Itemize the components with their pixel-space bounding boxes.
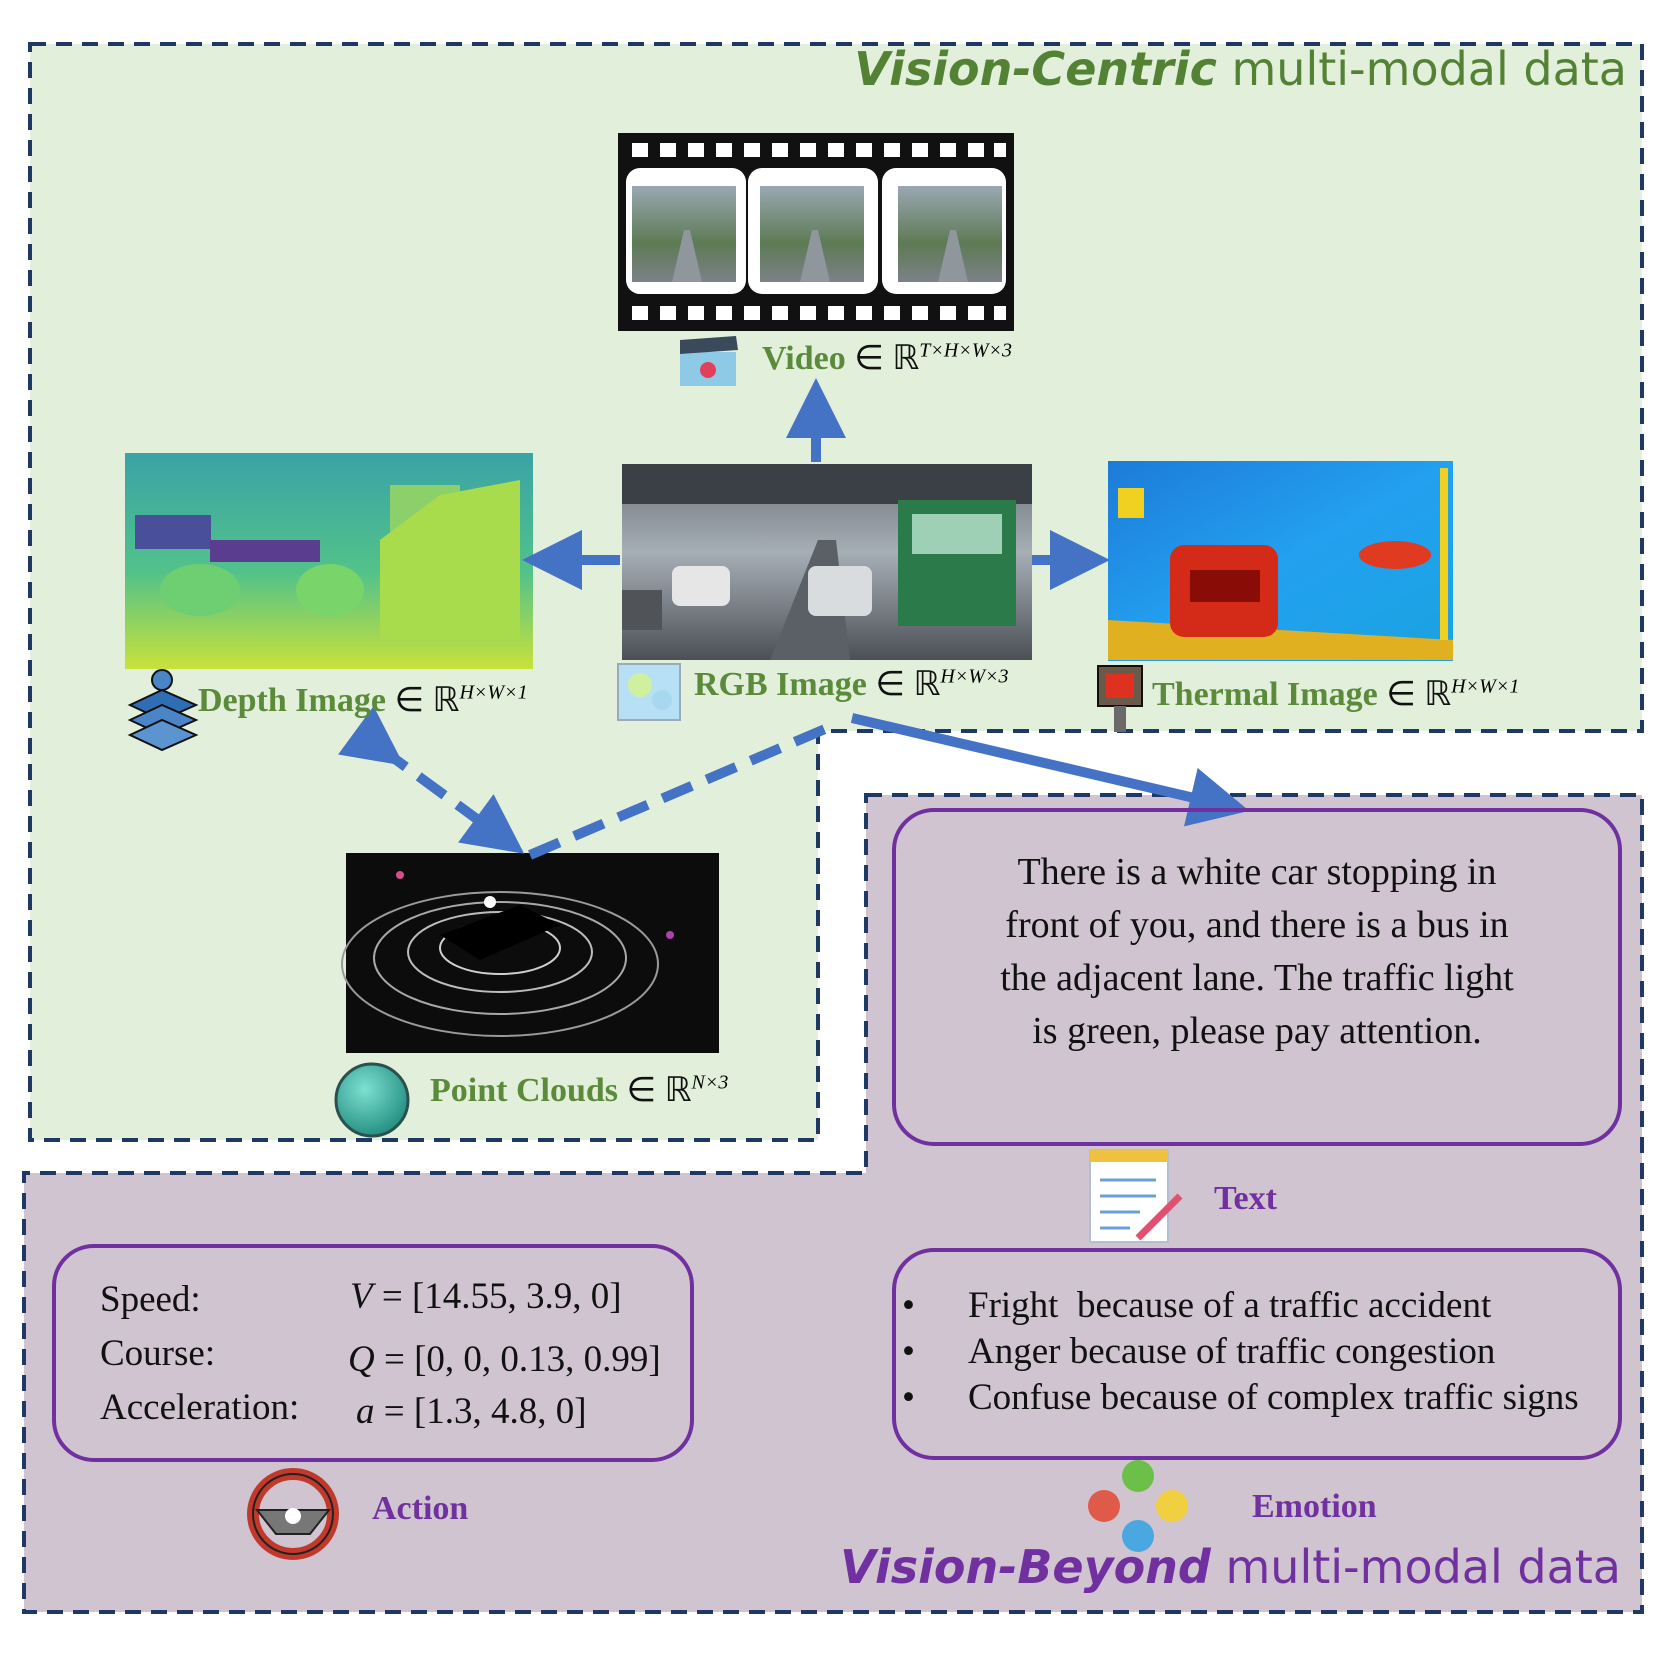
text-line: is green, please pay attention. [1032, 1010, 1482, 1052]
speed-name: Speed: [100, 1279, 201, 1320]
vision-centric-title: Vision-Centric multi-modal data [854, 42, 1627, 96]
depth-image [125, 453, 533, 669]
point-cloud-image [341, 853, 719, 1053]
vision-beyond-region [22, 793, 1644, 1614]
bullet: • [902, 1285, 915, 1326]
text-description: There is a white car stopping in front o… [900, 846, 1614, 1058]
depth-image-label: Depth Image ∈ ℝH×W×1 [198, 681, 528, 719]
action-label: Action [372, 1490, 469, 1527]
course-name: Course: [100, 1333, 216, 1374]
acceleration-value: a = [1.3, 4.8, 0] [356, 1391, 587, 1432]
rgb-image-icon [617, 663, 681, 721]
bullet: • [902, 1377, 915, 1418]
action-box [52, 1244, 694, 1462]
emotion-label: Emotion [1252, 1488, 1377, 1525]
emotion-item: Confuse because of complex traffic signs [968, 1377, 1579, 1418]
text-line: the adjacent lane. The traffic light [1000, 957, 1514, 999]
rgb-image [622, 464, 1032, 660]
point-clouds-label: Point Clouds ∈ ℝN×3 [430, 1071, 729, 1109]
emotion-item: Fright because of a traffic accident [968, 1285, 1492, 1326]
video-filmstrip [618, 133, 1014, 331]
depth-layers-icon [127, 669, 199, 752]
text-label: Text [1214, 1180, 1277, 1217]
globe-icon [334, 1062, 410, 1138]
steering-wheel-icon [247, 1468, 339, 1560]
notepad-icon [1089, 1149, 1183, 1243]
bullet: • [902, 1331, 915, 1372]
video-label: Video ∈ ℝT×H×W×3 [762, 339, 1013, 377]
clapper-icon [680, 336, 738, 386]
arrows [338, 378, 1250, 860]
rgb-image-label: RGB Image ∈ ℝH×W×3 [694, 665, 1009, 703]
thermal-image-label: Thermal Image ∈ ℝH×W×1 [1152, 675, 1520, 713]
text-line: front of you, and there is a bus in [1005, 904, 1509, 946]
acceleration-name: Acceleration: [100, 1387, 300, 1428]
emotion-item: Anger because of traffic congestion [968, 1331, 1496, 1372]
course-value: Q = [0, 0, 0.13, 0.99] [348, 1339, 661, 1380]
speed-value: V = [14.55, 3.9, 0] [350, 1276, 622, 1317]
vision-beyond-title: Vision-Beyond multi-modal data [840, 1540, 1621, 1594]
thermal-camera-icon [1097, 665, 1143, 732]
emotion-box [892, 1248, 1622, 1460]
text-line: There is a white car stopping in [1017, 851, 1497, 893]
text-description-box [892, 808, 1622, 1146]
emotion-faces-icon [1088, 1460, 1188, 1552]
thermal-image [1108, 461, 1453, 661]
